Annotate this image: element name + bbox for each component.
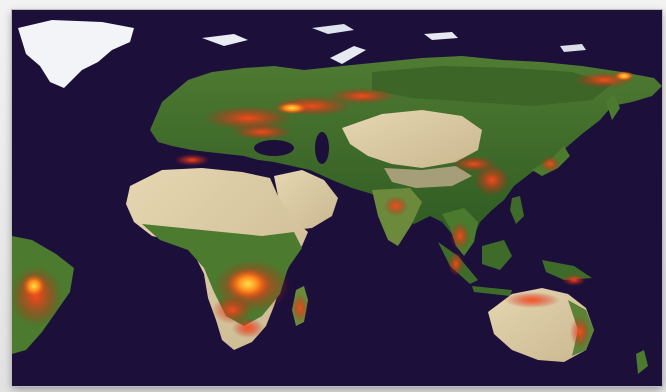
sakhalin — [606, 94, 620, 120]
java — [472, 286, 512, 296]
arctic-island-4 — [424, 32, 458, 40]
arctic-island-3 — [330, 46, 366, 64]
australia — [488, 288, 594, 362]
siberia-forest — [372, 66, 612, 106]
world-map-svg — [12, 10, 662, 386]
arctic-island-1 — [202, 34, 248, 46]
greenland — [18, 20, 134, 88]
india — [372, 188, 422, 246]
new-zealand — [636, 350, 648, 374]
satellite-fire-map[interactable] — [12, 10, 662, 386]
borneo — [482, 240, 512, 270]
central-asia-desert — [342, 110, 482, 168]
fire-detections — [12, 71, 634, 348]
arctic-island-5 — [560, 44, 586, 52]
caspian-sea — [315, 132, 329, 164]
philippines — [510, 196, 524, 224]
black-sea — [254, 140, 294, 156]
arctic-island-2 — [312, 24, 354, 34]
tibet-plateau — [384, 166, 472, 188]
